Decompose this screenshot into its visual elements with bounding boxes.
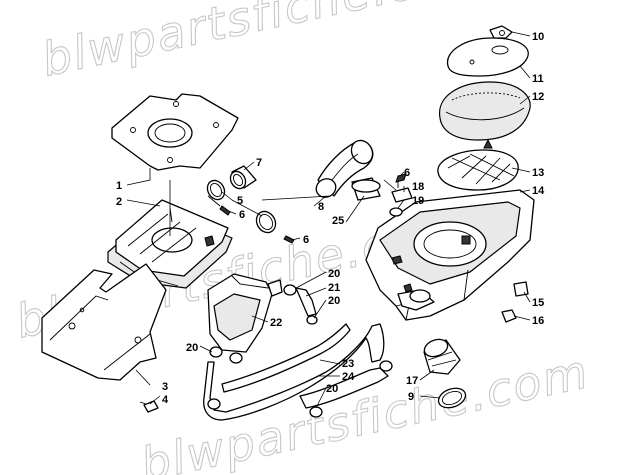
- part-15-grommet[interactable]: [513, 281, 529, 297]
- callout-10: 10: [532, 31, 544, 43]
- part-6-screw-right[interactable]: [395, 173, 407, 183]
- part-11-filter-cover[interactable]: [446, 37, 529, 77]
- callout-3: 3: [162, 381, 168, 393]
- callout-labels: 1 2 3 4 5 6 6 6 7 8 9 10 11 12 13 14 15 …: [116, 31, 545, 406]
- callout-8: 8: [318, 201, 324, 213]
- part-5-clamp-upper[interactable]: [204, 177, 228, 207]
- part-13-filter-cage[interactable]: [437, 138, 519, 191]
- part-10-wing-nut[interactable]: [489, 25, 513, 39]
- part-1-top-cover[interactable]: [111, 93, 239, 171]
- callout-17: 17: [406, 375, 418, 387]
- part-2-airbox-base[interactable]: [107, 199, 233, 289]
- callout-13: 13: [532, 167, 544, 179]
- callout-11: 11: [532, 73, 544, 85]
- leader-lines: [126, 31, 531, 409]
- callout-25: 25: [332, 215, 344, 227]
- part-6-screw-left[interactable]: [219, 205, 231, 216]
- callout-1: 1: [116, 180, 122, 192]
- callout-18: 18: [412, 181, 424, 193]
- callout-15: 15: [532, 297, 544, 309]
- watermark-top: blwpartsfiche.com: [37, 0, 495, 87]
- part-4-screw[interactable]: [139, 400, 159, 413]
- callout-6-left: 6: [239, 209, 245, 221]
- callout-21: 21: [328, 282, 340, 294]
- part-12-foam-filter[interactable]: [439, 81, 531, 141]
- part-8-intake-duct[interactable]: [313, 137, 377, 201]
- callout-2: 2: [116, 196, 122, 208]
- callout-23: 23: [342, 358, 354, 370]
- callout-12: 12: [532, 91, 544, 103]
- part-6-screw-middle[interactable]: [283, 235, 295, 244]
- callout-7: 7: [256, 157, 262, 169]
- part-20-clamp-d[interactable]: [207, 360, 393, 418]
- callout-4: 4: [162, 394, 169, 406]
- part-16-screw[interactable]: [501, 309, 517, 323]
- callout-5: 5: [237, 195, 243, 207]
- part-17-boot[interactable]: [422, 336, 461, 375]
- part-19-grommet[interactable]: [389, 207, 403, 217]
- part-18-breather-fitting[interactable]: [391, 182, 413, 203]
- part-21-hose-small[interactable]: [295, 287, 317, 317]
- callout-19: 19: [412, 195, 424, 207]
- part-3-bracket[interactable]: [41, 263, 167, 381]
- part-20-clamp-a[interactable]: [283, 284, 297, 296]
- part-14-airbox-housing[interactable]: [365, 189, 535, 321]
- part-24-hose[interactable]: [221, 323, 389, 409]
- callout-9: 9: [408, 391, 414, 403]
- part-5-clamp-lower[interactable]: [253, 208, 280, 236]
- part-9-clamp[interactable]: [436, 385, 468, 411]
- callout-24: 24: [342, 371, 355, 383]
- callout-22: 22: [270, 317, 282, 329]
- part-20-clamp-c[interactable]: [209, 346, 243, 364]
- part-20-clamp-b[interactable]: [306, 315, 318, 325]
- callout-6-right: 6: [404, 167, 410, 179]
- callout-20-b: 20: [328, 295, 340, 307]
- callout-16: 16: [532, 315, 544, 327]
- callout-20-d: 20: [326, 383, 338, 395]
- callout-6-middle: 6: [303, 234, 309, 246]
- part-25-coupler[interactable]: [351, 177, 381, 201]
- callout-20-c: 20: [186, 342, 198, 354]
- part-7-coupler[interactable]: [227, 165, 257, 191]
- callout-14: 14: [532, 185, 545, 197]
- part-22-tank[interactable]: [207, 273, 283, 353]
- callout-20-a: 20: [328, 268, 340, 280]
